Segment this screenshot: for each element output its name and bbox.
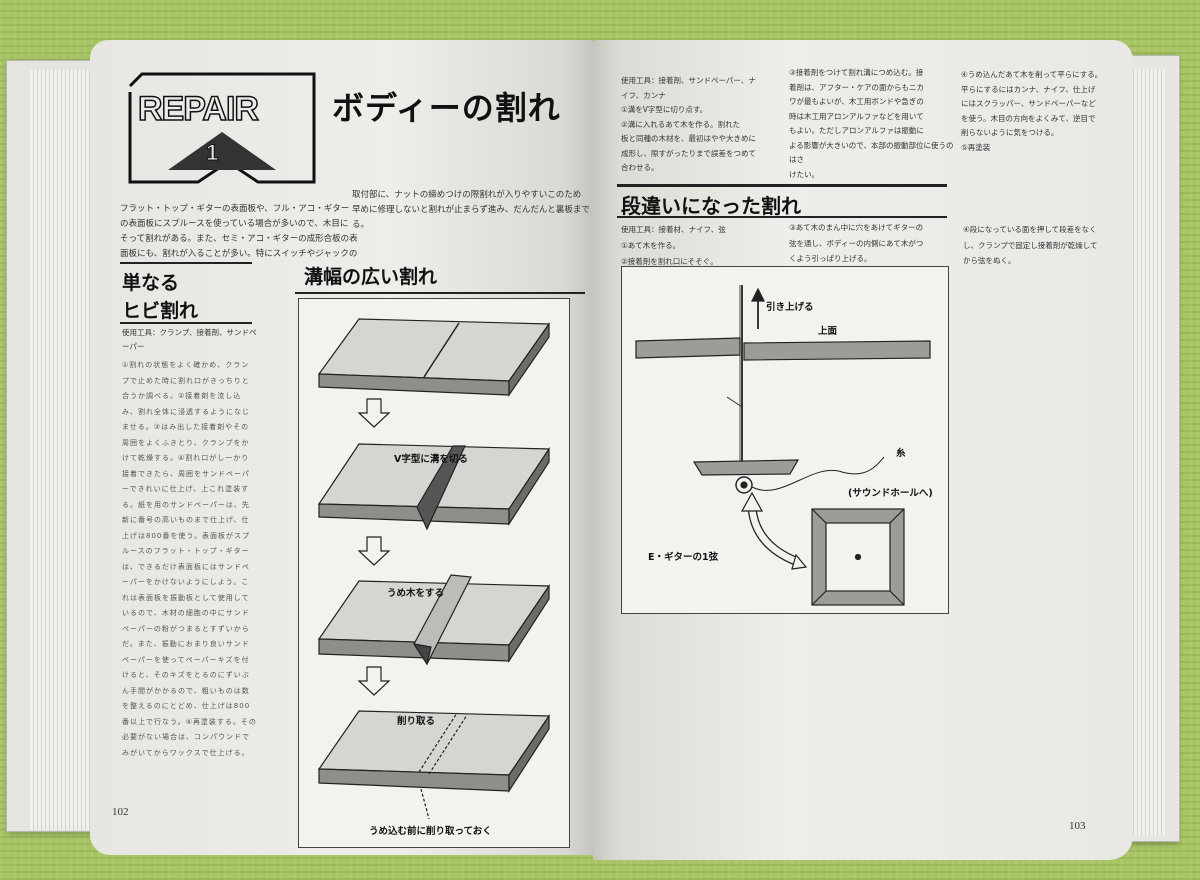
page-number-right: 103	[1069, 820, 1086, 832]
text-line: ③あて木のまん中に穴をあけてギターの	[789, 223, 924, 232]
text-line: から弦をぬく。	[963, 256, 1016, 265]
s3-column-1: 使用工具：接着材、ナイフ、弦 ①あて木を作る。 ②接着剤を割れ口にそそぐ。	[621, 222, 791, 270]
text-line: よる影響が大きいので、本部の振動部位に使うのはさ	[789, 140, 954, 165]
text-line: もよい。ただしアロンアルファは振動に	[789, 126, 924, 135]
section1-title-line2: ヒビ割れ	[122, 300, 199, 322]
text-line: 弦を通し、ボディーの内側にあて木がつ	[789, 238, 924, 248]
text-line: けたい。	[789, 169, 819, 179]
intro-line: そって割れがある。また、セミ・アコ・ギターの成形合板の表	[120, 234, 358, 244]
text-line: ②溝に入れるあて木を作る。割れた	[621, 119, 741, 129]
intro-line: る。	[352, 220, 370, 230]
to-soundhole-label: (サウンドホールへ)	[848, 488, 933, 499]
repair-badge-frame	[128, 72, 316, 184]
text-line: ①溝をV字型に切り点す。	[621, 105, 708, 114]
text-line: にはスクラッパー、サンドペーパーなど	[961, 99, 1096, 108]
text-line: 着剤は、アフター・ケアの面からもニカ	[789, 82, 924, 92]
text-line: ②接着剤を割れ口にそそぐ。	[621, 257, 718, 266]
text-line: ①あて木を作る。	[621, 241, 681, 250]
top-surface-label: 上面	[818, 326, 838, 337]
text-line: ③接着剤をつけて割れ溝につめ込む。接	[789, 68, 924, 77]
pull-up-label: 引き上げる	[766, 302, 814, 313]
repair-badge-word: REPAIR	[137, 89, 259, 129]
text-line: ④うめ込んだあて木を削って平らにする。	[961, 70, 1103, 79]
top-column-2: ③接着剤をつけて割れ溝につめ込む。接 着剤は、アフター・ケアの面からもニカ ワが…	[789, 66, 959, 182]
text-line: 合わせる。	[621, 163, 659, 172]
text-line: 成形し、隙すがったりまで誤差をつめて	[621, 148, 756, 158]
step-crack-figure: 引き上げる 上面 糸 (サウンドホールへ) E・ギターの1弦	[621, 266, 949, 614]
text-line: イフ、カンナ	[621, 90, 666, 100]
step2-label: うめ木をする	[387, 588, 445, 599]
text-line: 時は木工用アロンアルファなどを用いて	[789, 111, 924, 121]
section2-rule	[295, 292, 585, 294]
section1-rule	[120, 262, 252, 264]
intro-line: フラット・トップ・ギターの表面板や、フル・アコ・ギター	[120, 204, 350, 214]
text-line: ④段になっている面を押して段差をなく	[963, 225, 1097, 234]
top-column-1: 使用工具：接着剤、サンドペーパー、ナ イフ、カンナ ①溝をV字型に切り点す。 ②…	[621, 74, 791, 176]
text-line: くよう引っぱり上げる。	[789, 254, 872, 263]
text-line: ⑤再塗装	[961, 142, 991, 152]
section3-top-rule	[617, 184, 947, 187]
left-page: REPAIR 1 ボディーの割れ フラット・トップ・ギターの表面板や、フル・アコ…	[90, 40, 595, 855]
intro-left-column: フラット・トップ・ギターの表面板や、フル・アコ・ギター の表面板にスプルースを使…	[120, 202, 360, 262]
intro-line: の表面板にスプルースを使っている場合が多いので、木目に	[120, 219, 349, 229]
intro-right-column: 取付部に、ナットの締めつけの際割れが入りやすいこのため 早めに修理しないと割れが…	[352, 188, 592, 233]
intro-line: 面板にも、割れが入ることが多い。特にスイッチやジャックの	[120, 249, 358, 259]
section1-underline	[120, 322, 252, 324]
page-number-left: 102	[112, 806, 129, 818]
section1-tools: 使用工具：クランプ、接着剤、サンドペーパー	[122, 328, 257, 351]
step4-label: うめ込む前に削り取っておく	[369, 826, 492, 837]
step1-label: V字型に溝を切る	[394, 454, 468, 465]
text-line: し、クランプで固定し接着剤が乾燥して	[963, 240, 1098, 250]
section2-title: 溝幅の広い割れ	[304, 266, 438, 288]
text-line: ワが最もよいが、木工用ボンドや急ぎの	[789, 97, 924, 106]
text-line: を使う。木目の方向をよくみて、逆目で	[961, 113, 1096, 123]
intro-line: 早めに修理しないと割れが止まらず進み、だんだんと裏板まで	[352, 205, 590, 215]
text-line: 使用工具：接着材、ナイフ、弦	[621, 225, 726, 234]
right-page: 使用工具：接着剤、サンドペーパー、ナ イフ、カンナ ①溝をV字型に切り点す。 ②…	[593, 40, 1133, 860]
section1-title-line1: 単なる	[122, 272, 180, 294]
s3-column-2: ③あて木のまん中に穴をあけてギターの 弦を通し、ボディーの内側にあて木がつ くよ…	[789, 220, 959, 267]
thread-label: 糸	[896, 448, 906, 459]
page-edges-left	[30, 70, 90, 830]
text-line: 削らないように気をつける。	[961, 128, 1059, 137]
groove-repair-figure: V字型に溝を切る うめ木をする 削り取る うめ込む前に削り取っておく	[298, 298, 570, 848]
top-column-3: ④うめ込んだあて木を削って平らにする。 平らにするにはカンナ、ナイフ、仕上げ に…	[961, 68, 1121, 155]
section3-underline	[617, 216, 947, 218]
step-crack-illustration	[635, 285, 931, 606]
text-line: 平らにするにはカンナ、ナイフ、仕上げ	[961, 84, 1096, 94]
section1-body-text: ①割れの状態をよく確かめ、クランプで止めた時に割れ口がきっちりと合うか調べる。②…	[122, 361, 257, 757]
s3-column-3: ④段になっている面を押して段差をなく し、クランプで固定し接着剤が乾燥して から…	[963, 222, 1123, 269]
page-title: ボディーの割れ	[332, 89, 561, 127]
text-line: 使用工具：接着剤、サンドペーパー、ナ	[621, 76, 756, 85]
section3-title: 段違いになった割れ	[621, 194, 801, 218]
text-line: 板と同種の木材を、最初はやや大きめに	[621, 134, 756, 143]
intro-line: 取付部に、ナットの締めつけの際割れが入りやすいこのため	[352, 190, 582, 200]
e-string-label: E・ギターの1弦	[648, 552, 719, 563]
repair-badge-number: 1	[205, 140, 219, 166]
groove-repair-illustration	[317, 318, 551, 820]
step3-label: 削り取る	[397, 716, 436, 727]
